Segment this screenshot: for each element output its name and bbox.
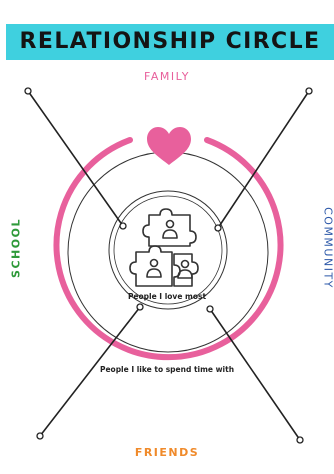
family-connector: [27, 90, 124, 227]
friends-label: FRIENDS: [134, 446, 200, 459]
family-label: FAMILY: [144, 70, 190, 83]
heart-icon: [147, 127, 191, 165]
community-label: COMMUNITY: [321, 207, 334, 289]
inner-ring: [113, 195, 223, 305]
inner-circle-label: People I love most: [127, 292, 207, 301]
outer-circle-label: People I like to spend time with: [99, 365, 235, 374]
puzzle-people-icon: [129, 208, 199, 287]
community-connector: [217, 90, 310, 229]
title-banner: [6, 24, 334, 60]
page-title: RELATIONSHIP CIRCLE: [19, 29, 321, 54]
friends-connector: [209, 308, 301, 441]
inner-ring-outer: [108, 190, 228, 310]
outer-ring: [53, 137, 284, 361]
school-connector: [39, 306, 141, 437]
school-label: SCHOOL: [9, 218, 23, 278]
